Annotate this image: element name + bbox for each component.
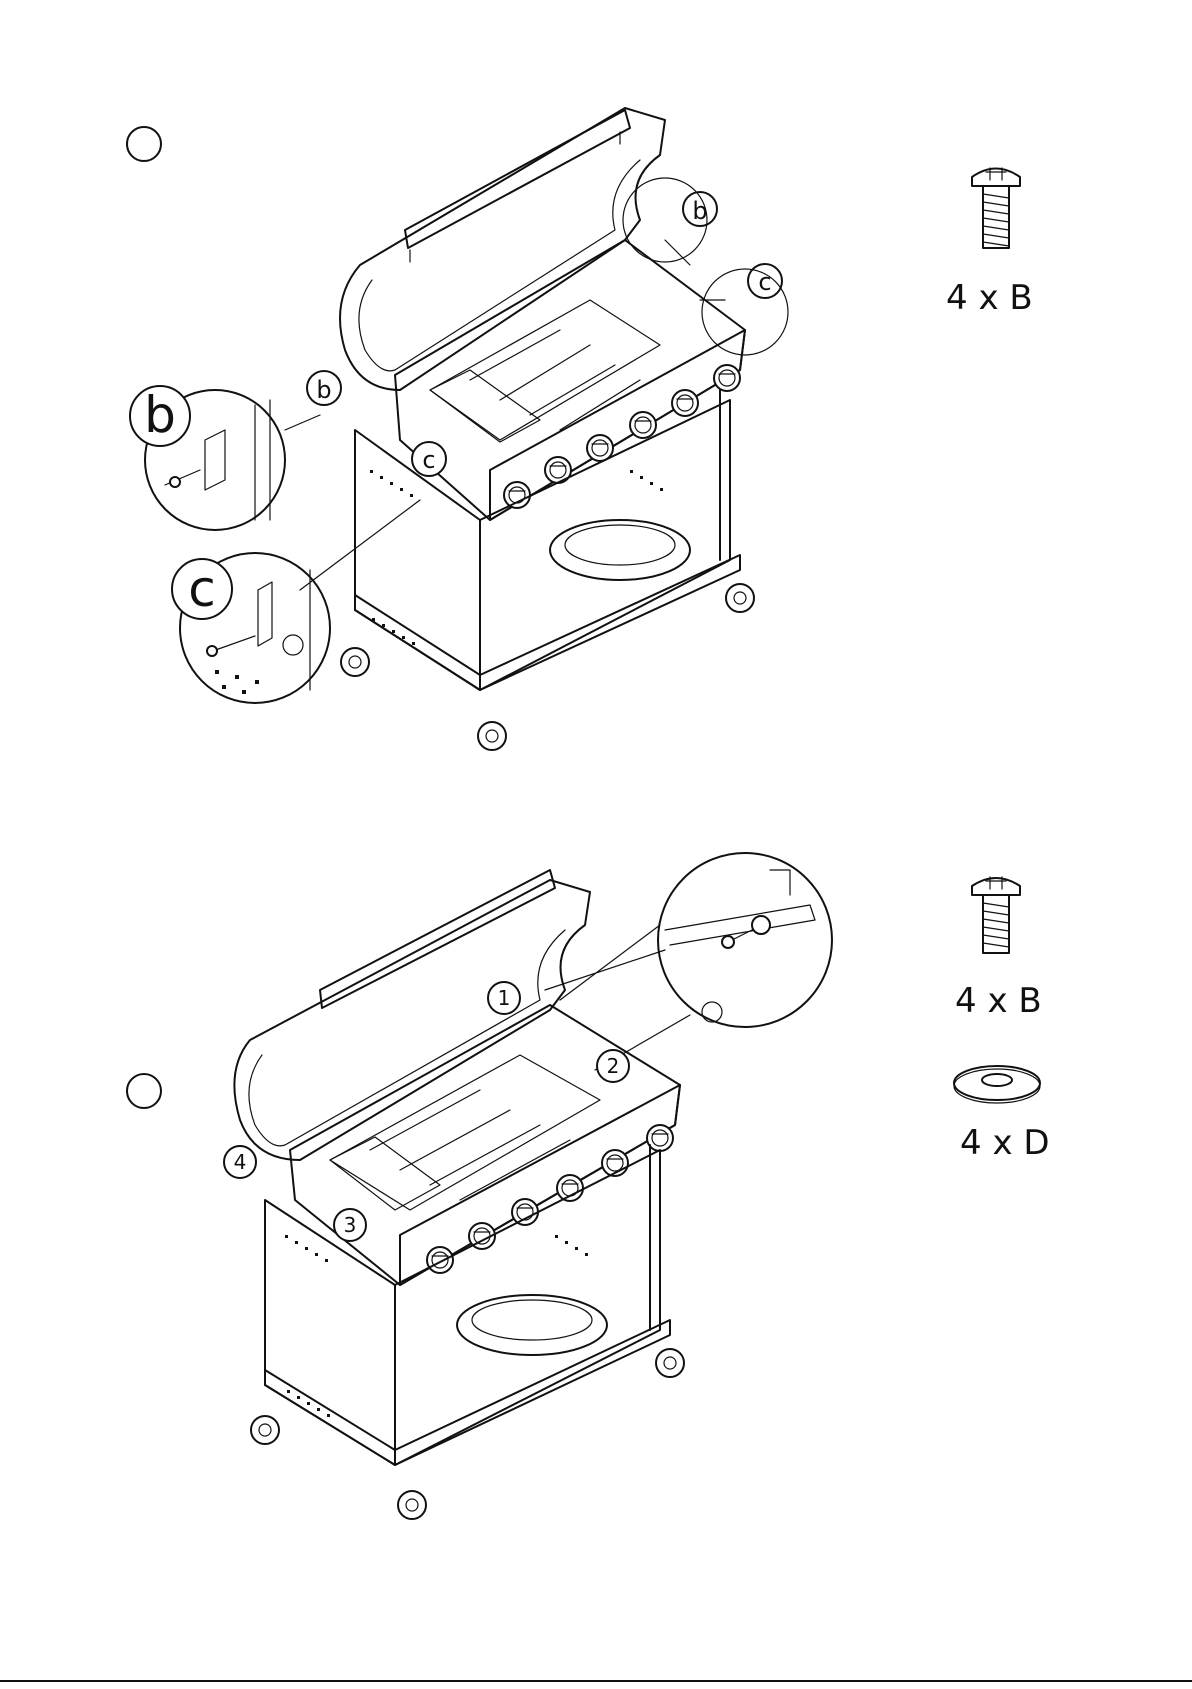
- step-2-callout-2: 2: [607, 1054, 620, 1078]
- step-1-small-callout-b-left: b: [316, 376, 331, 404]
- step-1: b b c c b: [127, 108, 1033, 750]
- step-1-number-circle: [127, 127, 161, 161]
- step-2: 1 2 3 4 4 x B 4 x D: [127, 853, 1050, 1519]
- step-1-detail-c: c: [172, 553, 330, 703]
- step-1-detail-b: b: [130, 386, 285, 530]
- step-2-callout-4: 4: [234, 1150, 247, 1174]
- step-1-part-b-quantity: 4 x B: [946, 278, 1033, 318]
- step-2-number-circle: [127, 1074, 161, 1108]
- step-2-part-d-quantity: 4 x D: [960, 1123, 1050, 1163]
- step-1-part-b-bolt-icon: [972, 168, 1020, 248]
- step-2-part-b-bolt-icon: [972, 877, 1020, 953]
- step-1-detail-c-label: c: [188, 560, 216, 618]
- step-1-small-callout-b-right: b: [692, 197, 707, 225]
- page-bottom-rule: [0, 1680, 1192, 1682]
- step-1-detail-b-label: b: [144, 386, 176, 444]
- step-2-part-d-washer-icon: [954, 1066, 1040, 1103]
- step-2-part-b-quantity: 4 x B: [955, 981, 1042, 1021]
- step-2-grill-drawing: [234, 870, 684, 1519]
- step-1-small-callout-c-left: c: [422, 446, 435, 474]
- step-2-callout-3: 3: [344, 1213, 357, 1237]
- step-2-detail-zoom: [545, 853, 832, 1070]
- step-2-callout-1: 1: [498, 986, 511, 1010]
